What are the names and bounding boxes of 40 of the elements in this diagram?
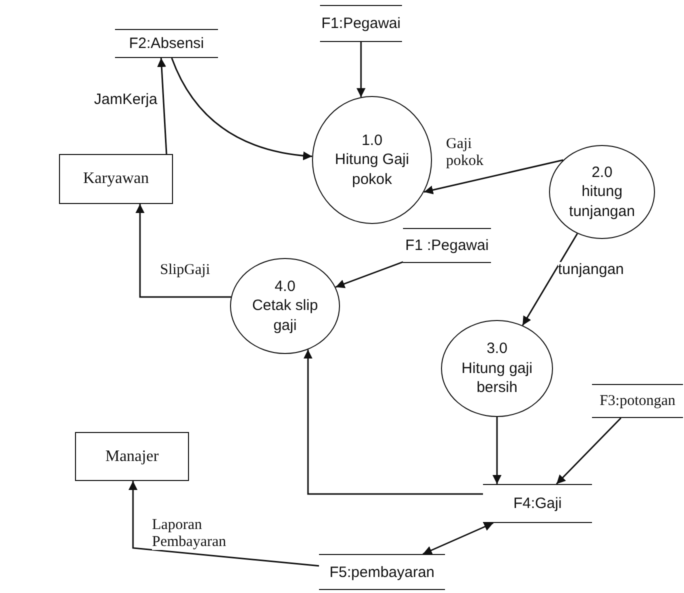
process-name: Hitung Gaji pokok [334, 150, 410, 190]
arrow [157, 58, 168, 154]
arrow [356, 42, 366, 98]
arrow [556, 417, 622, 485]
process-name: Cetak slip gaji [251, 296, 319, 336]
store-name: F1:Pegawai [321, 15, 401, 32]
edge-label: SlipGaji [160, 262, 210, 278]
arrow [522, 233, 578, 326]
arrow [492, 417, 502, 484]
data-store [320, 5, 402, 42]
data-store [115, 29, 218, 58]
process-name: hitung tunjangan [568, 182, 636, 222]
store-name: F4:Gaji [513, 495, 562, 512]
arrow [335, 261, 404, 288]
store-name: F2:Absensi [128, 35, 204, 52]
entity-box [59, 154, 173, 204]
store-name: F3:potongan [600, 392, 676, 410]
entity-name: Manajer [105, 448, 159, 466]
process-number: 1.0 [362, 130, 382, 150]
store-name: F1 :Pegawai [405, 237, 489, 254]
data-store [592, 384, 683, 418]
arrow [171, 58, 312, 160]
entity-name: Karyawan [83, 170, 149, 188]
process-number: 4.0 [274, 276, 296, 296]
edge-label: tunjangan [558, 262, 624, 278]
entity-box [75, 432, 189, 481]
store-name: F5:pembayaran [329, 564, 435, 580]
data-store [483, 484, 592, 523]
edge-label: JamKerja [94, 92, 158, 108]
arrow [128, 481, 320, 567]
process-number: 2.0 [592, 162, 612, 182]
data-store [319, 554, 445, 590]
arrow [424, 159, 564, 194]
process-name: Hitung gaji bersih [460, 358, 534, 398]
process-number: 3.0 [486, 339, 508, 359]
edge-label: Gaji pokok [446, 136, 486, 169]
arrow [136, 204, 231, 298]
data-store [403, 228, 491, 263]
arrow [422, 522, 494, 555]
arrow [304, 350, 483, 495]
